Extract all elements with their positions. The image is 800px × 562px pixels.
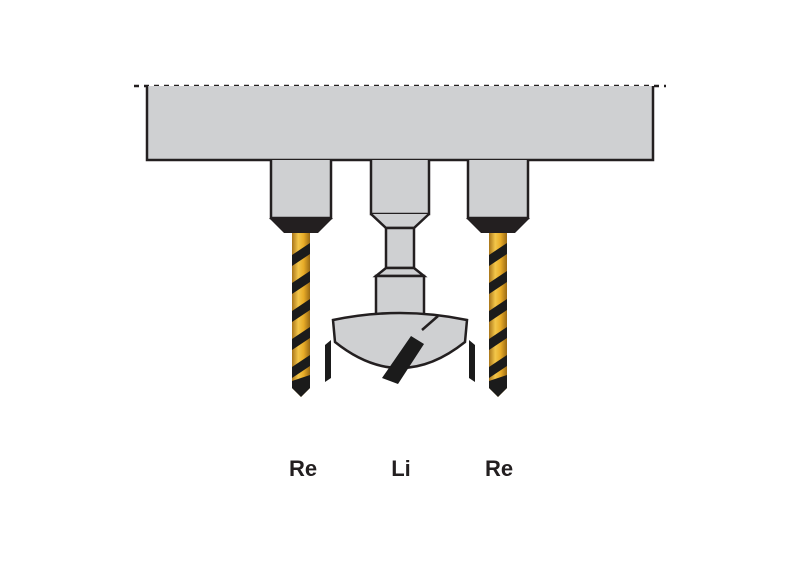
label-left-drill: Re bbox=[289, 456, 317, 481]
right-chuck-collar bbox=[466, 218, 530, 233]
left-twist-drill-icon bbox=[292, 233, 310, 397]
label-center-bit: Li bbox=[391, 456, 411, 481]
center-spindle bbox=[369, 160, 431, 318]
drilling-head-body bbox=[145, 86, 655, 162]
right-twist-drill-icon bbox=[489, 233, 507, 397]
center-forstner-bit-icon bbox=[325, 311, 475, 384]
forstner-cutting-blade bbox=[382, 336, 424, 384]
forstner-left-rim bbox=[325, 340, 331, 382]
left-spindle bbox=[269, 160, 333, 233]
forstner-right-rim bbox=[469, 340, 475, 382]
right-spindle bbox=[466, 160, 530, 233]
label-right-drill: Re bbox=[485, 456, 513, 481]
left-chuck-collar bbox=[269, 218, 333, 233]
